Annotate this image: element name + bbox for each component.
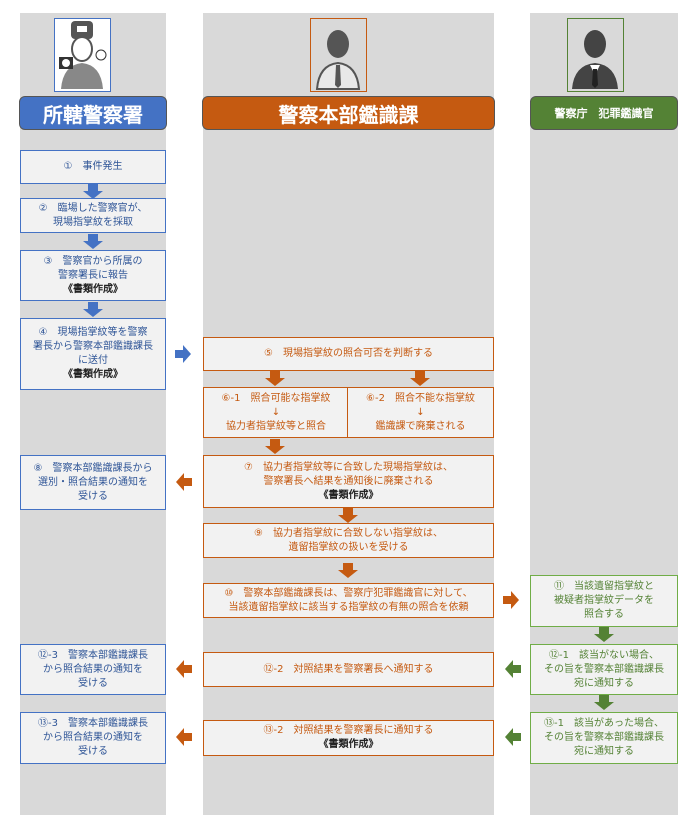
step-text: 受ける	[78, 746, 108, 757]
step-text: その旨を警察本部鑑識課長	[544, 663, 664, 675]
step-7: ⑦ 協力者指掌紋等に合致した現場指掌紋は、警察署長へ結果を通知後に廃棄される《書…	[203, 455, 494, 508]
step-text: 鑑識課で廃棄される	[375, 420, 466, 432]
step-text: に送付	[78, 355, 108, 366]
step-text: 協力者指掌紋等と照合	[226, 420, 326, 432]
step-text: ① 事件発生	[63, 161, 123, 172]
step-12-2: ⑫-2 対照結果を警察署長へ通知する	[203, 652, 494, 687]
step-text: ⑨ 協力者指掌紋に合致しない指掌紋は、	[254, 527, 443, 539]
arrow-left-icon	[176, 473, 192, 491]
arrow-left-icon	[176, 660, 192, 678]
step-text: ③ 警察官から所属の	[43, 255, 143, 267]
step-6-1: ⑥-1 照合可能な指掌紋 ↓ 協力者指掌紋等と照合	[203, 387, 349, 438]
step-4: ④ 現場指掌紋等を警察署長から警察本部鑑識課長に送付《書類作成》	[20, 318, 166, 390]
step-text: ⑦ 協力者指掌紋等に合致した現場指掌紋は、	[244, 461, 453, 473]
lane-header-hq-forensics: 警察本部鑑識課	[202, 96, 495, 130]
document-label: 《書類作成》	[63, 283, 123, 295]
step-text: 当該遺留指掌紋に該当する指掌紋の有無の照合を依頼	[228, 601, 469, 613]
step-12-3: ⑫-3 警察本部鑑識課長から照合結果の通知を受ける	[20, 644, 166, 695]
lane-header-npa-forensics: 警察庁 犯罪鑑識官	[530, 96, 678, 130]
step-text: ⑬-2 対照結果を警察署長に通知する	[263, 725, 434, 736]
person-in-suit-icon	[310, 18, 367, 92]
step-6-2: ⑥-2 照合不能な指掌紋 ↓ 鑑識課で廃棄される	[347, 387, 494, 438]
step-8: ⑧ 警察本部鑑識課長から選別・照合結果の通知を受ける	[20, 455, 166, 510]
step-text: ⑫-1 該当がない場合、	[549, 649, 659, 661]
step-text: 宛に通知する	[574, 746, 634, 757]
step-5: ⑤ 現場指掌紋の照合可否を判断する	[203, 337, 494, 371]
step-text: その旨を警察本部鑑識課長	[544, 732, 664, 743]
step-12-1: ⑫-1 該当がない場合、その旨を警察本部鑑識課長宛に通知する	[530, 644, 678, 695]
step-9: ⑨ 協力者指掌紋に合致しない指掌紋は、遺留指掌紋の扱いを受ける	[203, 523, 494, 558]
document-label: 《書類作成》	[63, 369, 123, 380]
step-13-1: ⑬-1 該当があった場合、その旨を警察本部鑑識課長宛に通知する	[530, 712, 678, 764]
step-text: ⑫-2 対照結果を警察署長へ通知する	[263, 663, 434, 675]
step-2: ② 臨場した警察官が、現場指掌紋を採取	[20, 198, 166, 233]
step-text: 照合する	[584, 609, 624, 620]
step-text: ⑥-1 照合可能な指掌紋	[221, 392, 331, 404]
arrow-left-icon	[176, 728, 192, 746]
step-text: ④ 現場指掌紋等を警察	[38, 327, 148, 338]
step-text: ⑧ 警察本部鑑識課長から	[33, 462, 153, 474]
step-text: から照合結果の通知を	[43, 732, 143, 743]
step-text: ⑤ 現場指掌紋の照合可否を判断する	[264, 348, 433, 359]
step-text: 警察署長に報告	[58, 269, 128, 281]
step-13-2: ⑬-2 対照結果を警察署長に通知する《書類作成》	[203, 720, 494, 756]
step-text: から照合結果の通知を	[43, 663, 143, 675]
step-1: ① 事件発生	[20, 150, 166, 184]
step-text: 受ける	[78, 490, 108, 502]
step-text: ⑥-2 照合不能な指掌紋	[366, 392, 475, 404]
step-text: ⑬-3 警察本部鑑識課長	[38, 718, 148, 729]
step-11: ⑪ 当該遺留指掌紋と被疑者指掌紋データを照合する	[530, 575, 678, 627]
step-3: ③ 警察官から所属の警察署長に報告《書類作成》	[20, 250, 166, 301]
lane-header-police-station: 所轄警察署	[19, 96, 167, 130]
arrow-down-text: ↓	[416, 406, 425, 418]
arrow-down-text: ↓	[271, 406, 281, 418]
step-text: 警察署長へ結果を通知後に廃棄される	[263, 475, 434, 487]
step-13-3: ⑬-3 警察本部鑑識課長から照合結果の通知を受ける	[20, 712, 166, 764]
arrow-left-icon	[505, 728, 521, 746]
step-text: 現場指掌紋を採取	[53, 216, 133, 228]
step-text: 署長から警察本部鑑識課長	[33, 341, 153, 352]
person-in-suit-icon	[567, 18, 624, 92]
step-text: ② 臨場した警察官が、	[38, 202, 148, 214]
step-text: ⑫-3 警察本部鑑識課長	[38, 649, 148, 661]
step-text: 宛に通知する	[574, 677, 634, 689]
police-officer-with-camera-icon	[54, 18, 111, 92]
step-text: 遺留指掌紋の扱いを受ける	[288, 541, 409, 553]
step-text: 被疑者指掌紋データを	[554, 595, 654, 606]
step-text: ⑬-1 該当があった場合、	[544, 718, 664, 729]
arrow-left-icon	[505, 660, 521, 678]
step-text: 選別・照合結果の通知を	[38, 476, 148, 488]
step-text: ⑩ 警察本部鑑識課長は、警察庁犯罪鑑識官に対して、	[224, 587, 473, 599]
step-10: ⑩ 警察本部鑑識課長は、警察庁犯罪鑑識官に対して、当該遺留指掌紋に該当する指掌紋…	[203, 583, 494, 618]
step-text: 受ける	[78, 677, 108, 689]
arrow-right-icon	[175, 345, 191, 363]
step-text: ⑪ 当該遺留指掌紋と	[554, 581, 654, 592]
document-label: 《書類作成》	[318, 489, 379, 501]
document-label: 《書類作成》	[318, 739, 379, 750]
arrow-right-icon	[503, 591, 519, 609]
